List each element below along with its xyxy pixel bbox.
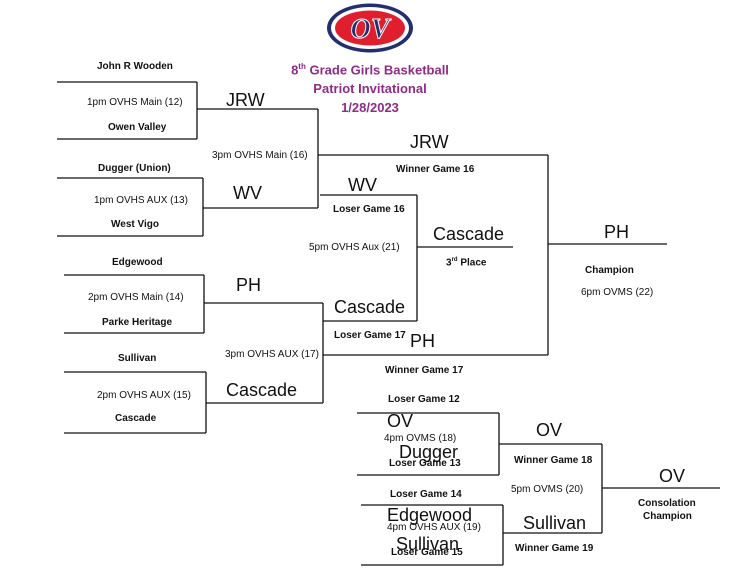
ov-logo: OV [327, 3, 413, 53]
r1-g15-game: 2pm OVHS AUX (15) [97, 390, 191, 401]
r1-g13-team-top: Dugger (Union) [98, 163, 171, 174]
g18-bottom-label: Loser Game 13 [389, 458, 461, 469]
g17-game: 3pm OVHS AUX (17) [225, 349, 319, 360]
g18-top-label: Loser Game 12 [388, 394, 460, 405]
r1-g12-game: 1pm OVHS Main (12) [87, 97, 183, 108]
g19-bottom-team: Sullivan [396, 534, 460, 554]
g20-game: 5pm OVMS (20) [511, 484, 584, 495]
g17-bottom-winner: Cascade [226, 380, 298, 400]
g18-top-team: OV [387, 411, 414, 431]
final-game: 6pm OVMS (22) [581, 287, 654, 298]
g19-winner-label: Winner Game 19 [515, 543, 594, 554]
final-top-team: JRW [410, 132, 449, 152]
g18-winner-team: OV [536, 420, 563, 440]
r1-g13-team-bottom: West Vigo [111, 219, 159, 230]
third-place-winner: Cascade [433, 224, 505, 244]
title-grade-sup: th [298, 62, 306, 71]
g18-bottom-team: Dugger [399, 442, 459, 462]
r1-g14-team-top: Edgewood [112, 257, 163, 268]
third-place-sup: rd [451, 257, 458, 263]
third-bottom-team: Cascade [334, 297, 406, 317]
third-top-team: WV [348, 175, 377, 195]
consolation-champion-team: OV [659, 466, 686, 486]
third-bottom-label: Loser Game 17 [334, 330, 406, 341]
g18-winner-label: Winner Game 18 [514, 455, 593, 466]
g19-top-label: Loser Game 14 [390, 489, 462, 500]
r1-g13-game: 1pm OVHS AUX (13) [94, 195, 188, 206]
r1-g14-game: 2pm OVHS Main (14) [88, 292, 184, 303]
final-bottom-team: PH [410, 331, 436, 351]
g17-top-winner: PH [236, 275, 262, 295]
final-bottom-label: Winner Game 17 [385, 365, 464, 376]
g16-top-winner: JRW [226, 90, 265, 110]
r1-g12-team-top: John R Wooden [97, 61, 173, 72]
final-top-label: Winner Game 16 [396, 164, 475, 175]
g19-bottom-label: Loser Game 15 [391, 547, 463, 558]
r1-g12-team-bottom: Owen Valley [108, 122, 167, 133]
title-grade-rest: Grade Girls Basketball [305, 62, 449, 78]
g16-bottom-winner: WV [233, 183, 262, 203]
third-place-rest: Place [457, 257, 487, 269]
logo-center [335, 10, 405, 46]
r1-g15-team-bottom: Cascade [115, 413, 157, 424]
g19-top-team: Edgewood [387, 505, 473, 525]
champion-team: PH [604, 222, 630, 242]
r1-g14-team-bottom: Parke Heritage [102, 317, 173, 328]
title-event: Patriot Invitational [313, 81, 427, 96]
third-place-number: 3 [446, 257, 452, 269]
third-game: 5pm OVHS Aux (21) [309, 242, 400, 253]
consolation-champion-label-1: Consolation [638, 498, 696, 509]
consolation-champion-label-2: Champion [643, 511, 692, 522]
g18-game: 4pm OVMS (18) [384, 433, 457, 444]
g19-winner-team: Sullivan [523, 513, 587, 533]
logo-text: OV [351, 14, 392, 45]
r1-g15-team-top: Sullivan [118, 353, 157, 364]
g19-game: 4pm OVHS AUX (19) [387, 522, 481, 533]
title-date: 1/28/2023 [341, 100, 399, 115]
g16-game: 3pm OVHS Main (16) [212, 150, 308, 161]
title-grade-number: 8 [291, 62, 299, 78]
title-grade: 8th Grade Girls Basketball [270, 62, 470, 77]
third-top-label: Loser Game 16 [333, 204, 405, 215]
champion-label: Champion [585, 265, 634, 276]
third-place-label: 3rd Place [446, 257, 486, 268]
